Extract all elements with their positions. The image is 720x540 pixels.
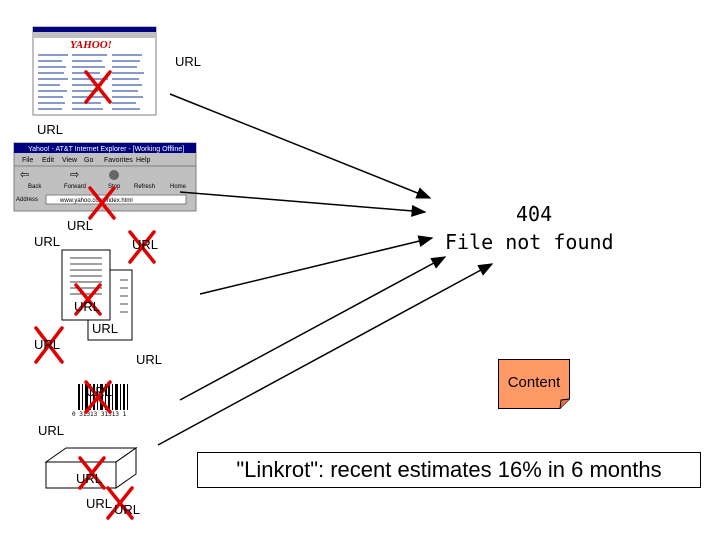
url-label-browser: URL <box>37 122 64 137</box>
url-label-docs-right: URL <box>132 237 159 252</box>
error-code: 404 <box>516 202 553 226</box>
url-label-box-bottom2: URL <box>114 502 141 517</box>
url-label-docs-top: URL <box>67 218 94 233</box>
cross-icon-docs-left <box>34 326 64 364</box>
yahoo-page-thumbnail: YAHOO! <box>32 26 157 116</box>
svg-text:Address: Address <box>16 197 38 203</box>
svg-text:Refresh: Refresh <box>134 184 155 190</box>
arrow-barcode-to-404 <box>179 256 447 401</box>
cross-icon-browser <box>88 186 116 220</box>
svg-text:Go: Go <box>84 157 93 164</box>
arrow-box-to-404 <box>157 263 494 446</box>
arrow-docs-to-404 <box>199 235 434 295</box>
cross-icon-box-bottom <box>106 486 134 520</box>
content-note: Content <box>498 359 570 409</box>
url-label-box-top: URL <box>76 471 103 486</box>
note-shape <box>498 359 570 409</box>
svg-text:www.yahoo.com/index.html: www.yahoo.com/index.html <box>59 198 133 204</box>
svg-text:YAHOO!: YAHOO! <box>70 39 112 51</box>
browser-menu: File Edit View Go Favorites Help <box>22 157 151 164</box>
linkrot-quote: "Linkrot": recent estimates 16% in 6 mon… <box>197 452 701 488</box>
content-note-label: Content <box>507 374 561 391</box>
cross-icon-barcode <box>84 380 112 414</box>
cross-icon-box-top <box>78 456 106 490</box>
cross-icon-yahoo <box>84 70 112 104</box>
url-label-docs-bottom-left: URL <box>34 337 61 352</box>
arrow-yahoo-to-404 <box>169 93 432 199</box>
url-label-docs-left: URL <box>34 234 61 249</box>
browser-window-thumbnail: Yahoo! - AT&T Internet Explorer - [Worki… <box>13 142 197 212</box>
svg-text:Home: Home <box>170 184 187 190</box>
browser-title-text: Yahoo! - AT&T Internet Explorer - [Worki… <box>28 146 184 153</box>
svg-text:Help: Help <box>136 157 151 164</box>
url-label-yahoo: URL <box>175 54 202 69</box>
svg-text:View: View <box>62 157 78 164</box>
svg-text:Back: Back <box>28 184 42 190</box>
svg-text:Favorites: Favorites <box>104 157 133 164</box>
svg-text:⇨: ⇨ <box>70 169 79 181</box>
cross-icon-docs-right <box>128 230 156 264</box>
url-label-box-bottom1: URL <box>86 496 113 511</box>
svg-text:Edit: Edit <box>42 157 54 164</box>
url-label-docs-bottom: URL <box>136 352 163 367</box>
document-pages <box>61 249 133 341</box>
cross-icon-docs-page <box>74 283 102 316</box>
svg-text:Forward: Forward <box>64 184 86 190</box>
url-label-barcode-below: URL <box>38 423 65 438</box>
svg-text:⇦: ⇦ <box>20 169 29 181</box>
arrow-browser-to-404 <box>179 191 427 217</box>
svg-text:File: File <box>22 157 33 164</box>
svg-text:0 31313 31313 1: 0 31313 31313 1 <box>72 411 127 418</box>
error-text: File not found <box>445 230 614 254</box>
url-label-docs-page1: URL <box>74 299 101 314</box>
url-label-docs-page2: URL <box>92 321 119 336</box>
url-label-barcode: URL <box>86 384 113 399</box>
